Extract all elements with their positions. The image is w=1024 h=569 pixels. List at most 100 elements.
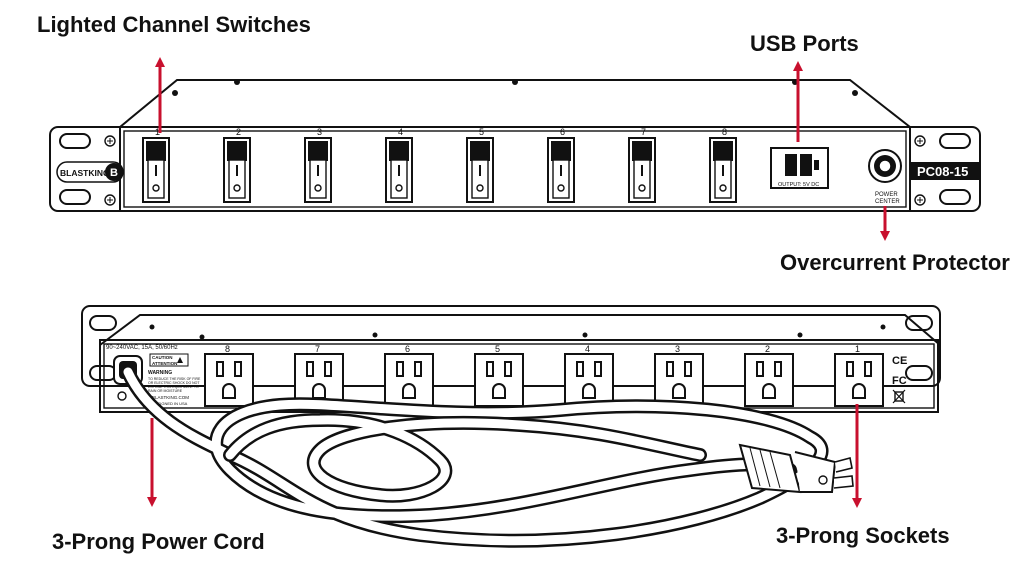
rack-slot: [89, 315, 117, 331]
channel-switch[interactable]: 6: [547, 127, 575, 203]
callout-switches: Lighted Channel Switches: [37, 12, 311, 37]
channel-switch[interactable]: 8: [709, 127, 737, 203]
rack-slot: [905, 365, 933, 381]
channel-switch[interactable]: 7: [628, 127, 656, 203]
switch-off-icon: [638, 184, 646, 192]
plug-prong-icon: [834, 457, 853, 473]
svg-text:B: B: [110, 167, 118, 179]
channel-switch[interactable]: 3: [304, 127, 332, 203]
socket-number: 7: [315, 344, 320, 354]
switch-off-icon: [557, 184, 565, 192]
rear-socket[interactable]: 3: [654, 344, 704, 407]
rack-slot: [939, 189, 971, 205]
channel-number: 5: [479, 127, 484, 137]
channel-number: 7: [641, 127, 646, 137]
overcurrent-breaker[interactable]: POWER CENTER: [868, 149, 902, 205]
brand-name: BLASTKING: [60, 168, 110, 178]
fc-mark: FC: [892, 375, 907, 387]
switch-off-icon: [395, 184, 403, 192]
model-badge: [910, 162, 980, 180]
usb-port-icon[interactable]: [800, 154, 812, 176]
weee-bin-icon: [892, 389, 906, 404]
channel-switches: 1 2 3 4 5 6 7 8: [142, 127, 737, 203]
callout-cord: 3-Prong Power Cord: [52, 529, 265, 554]
socket-number: 6: [405, 344, 410, 354]
caution-triangle-icon: [177, 357, 183, 363]
channel-switch[interactable]: 1: [142, 127, 170, 203]
rear-sockets: 8 7 6 5 4 3 2 1: [204, 344, 884, 407]
ground-hole-icon: [402, 383, 416, 399]
ground-hole-icon: [762, 383, 776, 399]
rear-socket[interactable]: 6: [384, 344, 434, 407]
channel-switch[interactable]: 2: [223, 127, 251, 203]
svg-text:TO REDUCE THE RISK OF FIRE: TO REDUCE THE RISK OF FIRE: [148, 377, 201, 381]
rear-socket[interactable]: 7: [294, 344, 344, 407]
rack-slot: [89, 365, 117, 381]
socket-number: 4: [585, 344, 590, 354]
usb-port-panel: OUTPUT: 5V DC: [770, 147, 829, 189]
svg-text:DESIGNED IN USA: DESIGNED IN USA: [152, 401, 188, 406]
rear-socket[interactable]: 8: [204, 344, 254, 407]
callout-usb: USB Ports: [750, 31, 859, 56]
ground-pin-icon: [818, 475, 828, 485]
rear-socket[interactable]: 1: [834, 344, 884, 407]
channel-switch[interactable]: 5: [466, 127, 494, 203]
screw-icon: [914, 135, 926, 147]
svg-text:CAUTION: CAUTION: [152, 355, 173, 360]
rear-socket[interactable]: 5: [474, 344, 524, 407]
warning-label: CAUTION ATTENTION WARNING TO REDUCE THE …: [148, 353, 201, 406]
channel-number: 6: [560, 127, 565, 137]
callout-protector: Overcurrent Protector: [780, 250, 1010, 275]
socket-number: 5: [495, 344, 500, 354]
channel-number: 1: [155, 127, 160, 137]
power-plug: [738, 443, 854, 494]
switch-off-icon: [233, 184, 241, 192]
svg-text:BLASTKING.COM: BLASTKING.COM: [152, 395, 189, 400]
rear-panel: 90~240VAC, 15A, 50/60Hz CAUTION ATTENTIO…: [81, 305, 941, 413]
rack-slot: [59, 189, 91, 205]
switch-off-icon: [476, 184, 484, 192]
socket-number: 2: [765, 344, 770, 354]
svg-text:WARNING: WARNING: [148, 370, 172, 376]
ground-hole-icon: [222, 383, 236, 399]
screw-icon: [104, 135, 116, 147]
ground-hole-icon: [582, 383, 596, 399]
power-cord-outline: [121, 365, 829, 548]
ce-mark: CE: [892, 355, 907, 367]
screw-icon: [914, 194, 926, 206]
channel-number: 4: [398, 127, 403, 137]
socket-number: 8: [225, 344, 230, 354]
ground-hole-icon: [492, 383, 506, 399]
socket-number: 3: [675, 344, 680, 354]
usb-output-label: OUTPUT: 5V DC: [778, 182, 819, 188]
rack-slot: [59, 133, 91, 149]
svg-text:RAIN OR MOISTURE: RAIN OR MOISTURE: [148, 389, 183, 393]
usb-port-icon[interactable]: [785, 154, 797, 176]
brand-logo-icon: [105, 163, 123, 181]
rear-socket[interactable]: 2: [744, 344, 794, 407]
callout-sockets: 3-Prong Sockets: [776, 523, 950, 548]
svg-text:EXPOSE THIS EQUIPMENT TO: EXPOSE THIS EQUIPMENT TO: [148, 385, 199, 389]
screw-icon: [104, 194, 116, 206]
breaker-label: POWER: [875, 192, 898, 198]
ground-screw-icon: [117, 391, 127, 401]
ground-hole-icon: [312, 383, 326, 399]
switch-off-icon: [314, 184, 322, 192]
channel-number: 8: [722, 127, 727, 137]
svg-text:ATTENTION: ATTENTION: [152, 361, 177, 366]
rack-slot: [939, 133, 971, 149]
switch-off-icon: [152, 184, 160, 192]
model-name: PC08-15: [917, 164, 968, 179]
front-faceplate: [49, 126, 981, 212]
channel-switch[interactable]: 4: [385, 127, 413, 203]
breaker-label: CENTER: [875, 199, 900, 205]
plug-prong-icon: [833, 475, 854, 489]
rear-socket[interactable]: 4: [564, 344, 614, 407]
rear-spec-label: 90~240VAC, 15A, 50/60Hz: [106, 345, 178, 351]
svg-text:OR ELECTRIC SHOCK DO NOT: OR ELECTRIC SHOCK DO NOT: [148, 381, 200, 385]
front-lid: [119, 79, 911, 128]
channel-number: 2: [236, 127, 241, 137]
rack-slot: [905, 315, 933, 331]
switch-off-icon: [719, 184, 727, 192]
